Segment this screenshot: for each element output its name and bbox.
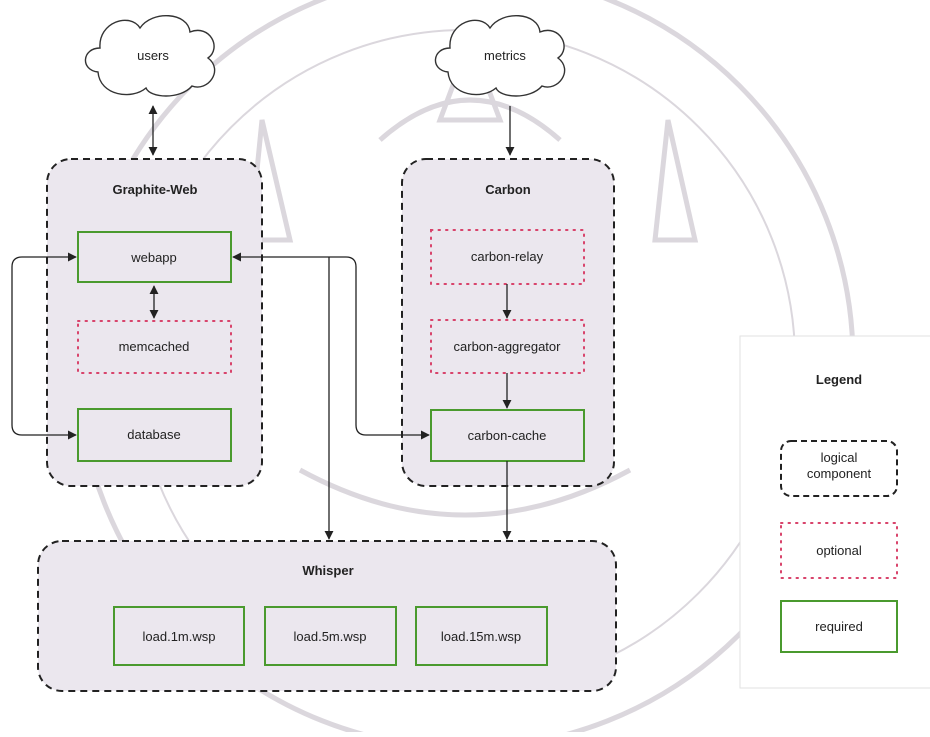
load-1m-box: load.1m.wsp	[113, 606, 245, 666]
graphite-web-title: Graphite-Web	[113, 182, 198, 197]
webapp-carbon-cache-arrow	[232, 252, 430, 440]
legend-optional-label: optional	[816, 543, 862, 558]
carbon-aggregator-label: carbon-aggregator	[454, 339, 562, 354]
memcached-box: memcached	[77, 320, 232, 374]
users-label: users	[137, 48, 169, 63]
metrics-label: metrics	[484, 48, 526, 63]
carbon-relay-label: carbon-relay	[471, 249, 544, 264]
carbon-relay-box: carbon-relay	[430, 229, 585, 285]
whisper-title: Whisper	[302, 563, 353, 578]
users-cloud: users	[84, 14, 216, 97]
memcached-label: memcached	[119, 339, 190, 354]
legend-logical-line1: logical	[821, 450, 858, 465]
legend-title: Legend	[816, 372, 862, 387]
legend-logical-line2: component	[807, 466, 872, 481]
connectors	[11, 105, 515, 540]
webapp-database-loop-arrow	[11, 252, 77, 440]
carbon-aggregator-box: carbon-aggregator	[430, 319, 585, 374]
database-label: database	[127, 427, 181, 442]
load-1m-label: load.1m.wsp	[143, 629, 216, 644]
load-5m-label: load.5m.wsp	[294, 629, 367, 644]
database-box: database	[77, 408, 232, 462]
load-15m-label: load.15m.wsp	[441, 629, 521, 644]
load-15m-box: load.15m.wsp	[415, 606, 548, 666]
metrics-cloud: metrics	[434, 14, 566, 97]
carbon-cache-label: carbon-cache	[468, 428, 547, 443]
legend-required-label: required	[815, 619, 863, 634]
carbon-title: Carbon	[485, 182, 531, 197]
carbon-cache-box: carbon-cache	[430, 409, 585, 462]
legend: Legend logical component optional requir…	[739, 335, 930, 689]
webapp-label: webapp	[130, 250, 177, 265]
load-5m-box: load.5m.wsp	[264, 606, 397, 666]
webapp-box: webapp	[77, 231, 232, 283]
